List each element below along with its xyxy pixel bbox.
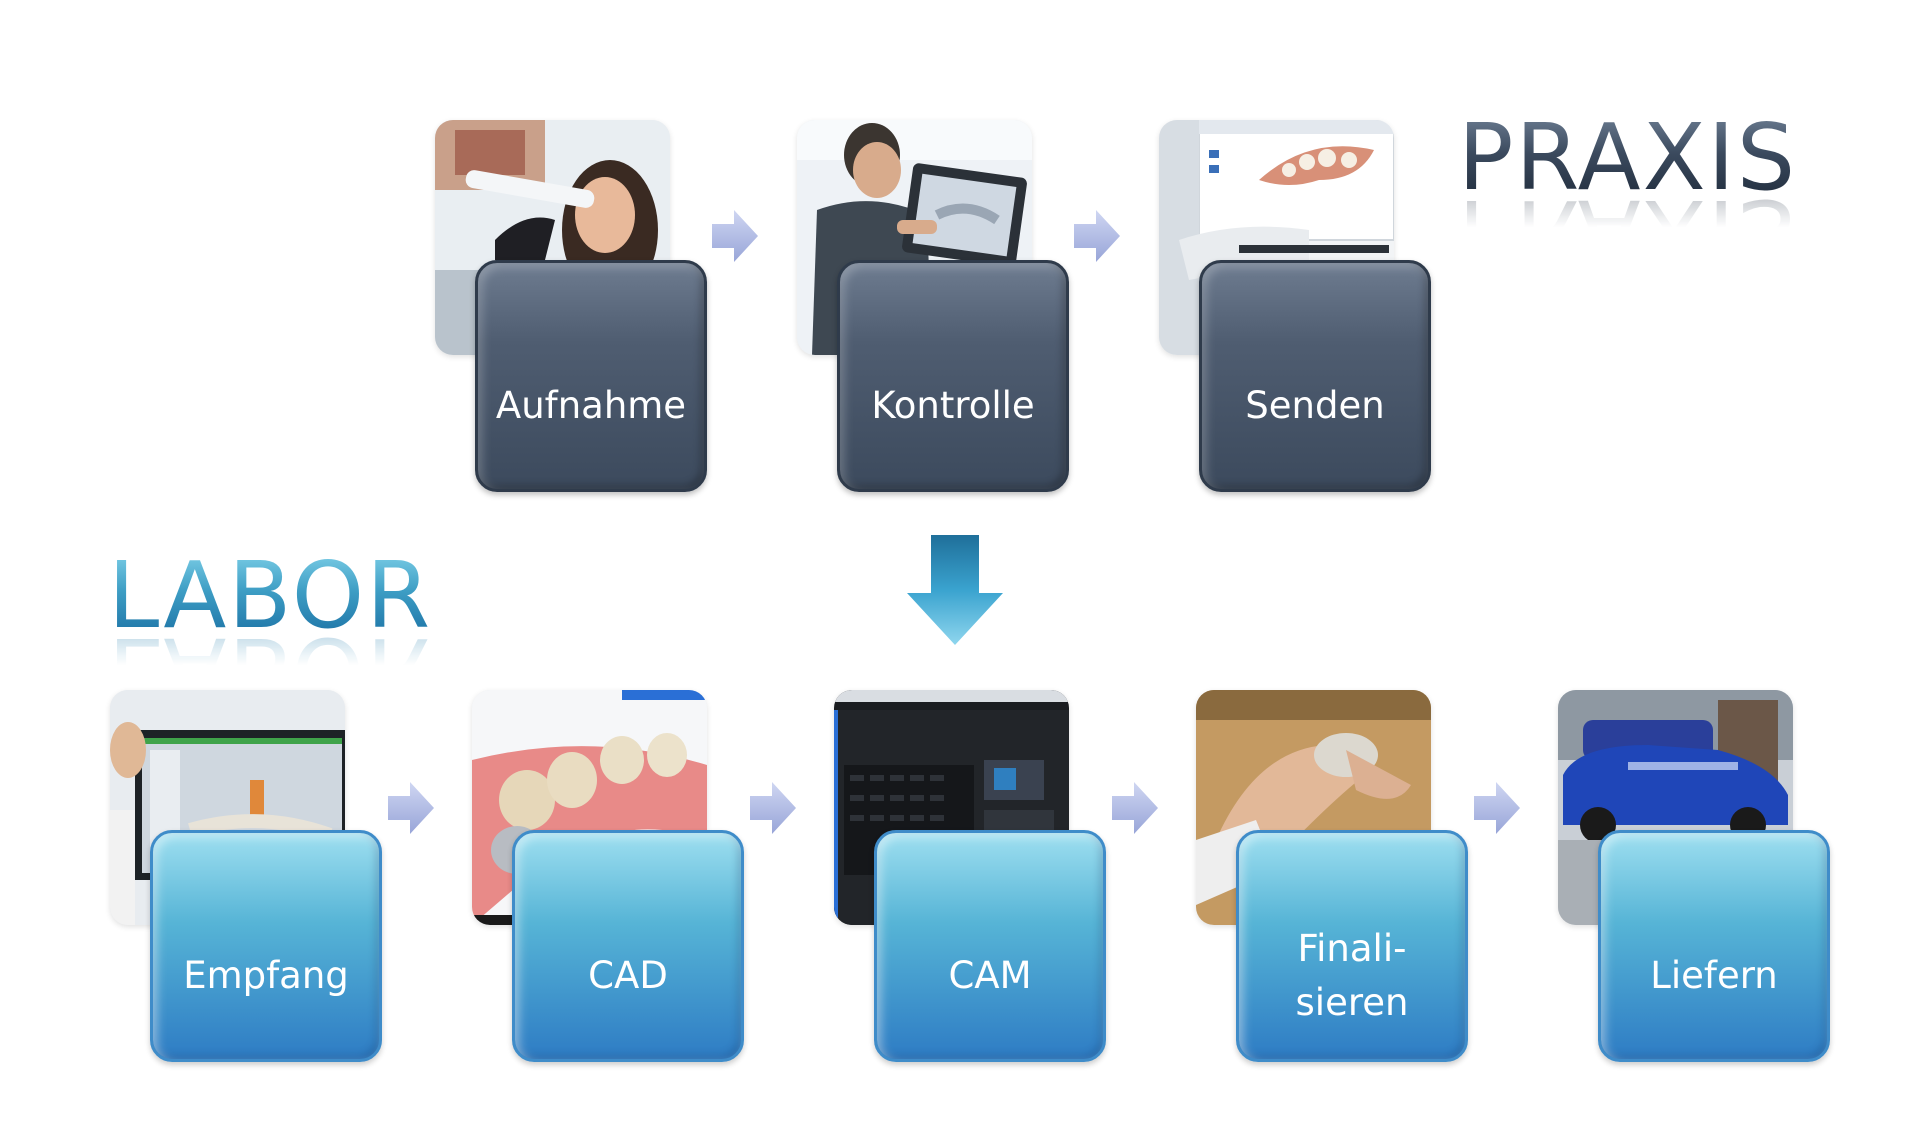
step-label: CAD (588, 954, 668, 998)
labor-step-empfang: Empfang (110, 690, 455, 1062)
step-card: Finali- sieren (1236, 830, 1468, 1062)
step-label: Liefern (1650, 954, 1778, 998)
step-label: CAM (948, 954, 1032, 998)
chevron-right-arrow-icon (1474, 782, 1520, 834)
chevron-right-arrow-icon (712, 210, 758, 262)
step-card: CAM (874, 830, 1106, 1062)
chevron-right-arrow-icon (750, 782, 796, 834)
step-card: Senden (1199, 260, 1431, 492)
praxis-heading: PRAXIS (1458, 104, 1798, 211)
step-label: Empfang (183, 954, 349, 998)
step-card: Empfang (150, 830, 382, 1062)
step-label: Kontrolle (871, 384, 1035, 428)
chevron-right-arrow-icon (1074, 210, 1120, 262)
praxis-step-senden: Senden (1159, 120, 1504, 492)
praxis-step-kontrolle: Kontrolle (797, 120, 1142, 492)
step-card: CAD (512, 830, 744, 1062)
chevron-right-arrow-icon (388, 782, 434, 834)
labor-heading: LABOR (108, 542, 433, 649)
labor-step-finalisieren: Finali- sieren (1196, 690, 1541, 1062)
step-card: Aufnahme (475, 260, 707, 492)
step-card: Liefern (1598, 830, 1830, 1062)
step-card: Kontrolle (837, 260, 1069, 492)
praxis-step-aufnahme: Aufnahme (435, 120, 780, 492)
chevron-right-arrow-icon (1112, 782, 1158, 834)
labor-step-cam: CAM (834, 690, 1179, 1062)
step-label: Aufnahme (495, 384, 687, 428)
down-arrow-icon (907, 535, 1003, 645)
labor-step-cad: CAD (472, 690, 817, 1062)
step-label: Finali- sieren (1295, 927, 1409, 1024)
step-label: Senden (1245, 384, 1385, 428)
labor-step-liefern: Liefern (1558, 690, 1903, 1062)
